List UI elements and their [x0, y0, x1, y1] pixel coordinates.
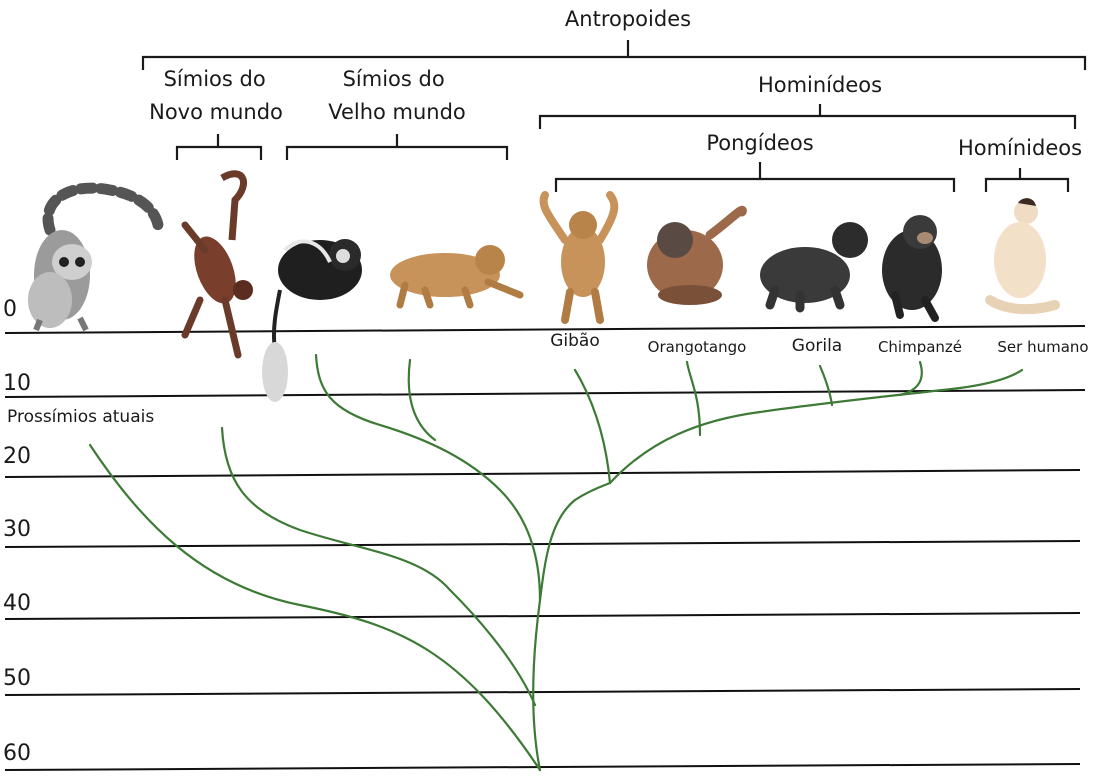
time-line-60 — [5, 764, 1080, 770]
chimpanzee-illustration — [882, 215, 942, 318]
time-line-40 — [5, 613, 1080, 619]
branch-new-world — [222, 428, 535, 705]
orangutan-illustration — [647, 210, 742, 305]
label-pongids: Pongídeos — [706, 131, 813, 155]
branch-old-world-1 — [316, 355, 540, 600]
label-orangutan: Orangotango — [648, 338, 747, 356]
label-human: Ser humano — [997, 338, 1088, 356]
branch-gibbon — [575, 370, 610, 483]
label-hominins: Homínideos — [958, 136, 1082, 160]
phylogenetic-tree — [90, 355, 1022, 770]
branch-prosimians — [90, 445, 540, 770]
branch-old-world-2 — [409, 360, 435, 440]
time-line-50 — [5, 689, 1080, 695]
label-gibbon: Gibão — [550, 331, 600, 351]
branch-stem — [533, 483, 610, 770]
bracket-hominins — [986, 168, 1068, 192]
bracket-new-world — [177, 134, 261, 160]
tick-20: 20 — [3, 444, 31, 469]
time-line-10 — [5, 390, 1085, 397]
bracket-old-world — [287, 134, 507, 160]
label-new-world-monkeys: Símios do Novo mundo — [149, 67, 283, 124]
colobus-monkey-illustration — [262, 239, 362, 402]
bracket-anthropoids — [143, 40, 1085, 70]
bracket-hominids — [540, 104, 1075, 129]
label-chimpanzee: Chimpanzé — [878, 338, 962, 356]
label-old-world-monkeys: Símios do Velho mundo — [328, 67, 466, 124]
lemur-illustration — [28, 188, 158, 330]
tick-40: 40 — [3, 591, 31, 616]
branch-orangutan — [687, 362, 700, 435]
time-line-0 — [5, 326, 1085, 333]
tick-0: 0 — [3, 297, 17, 322]
label-prosimians: Prossímios atuais — [7, 407, 154, 427]
time-line-30 — [5, 541, 1080, 547]
tick-10: 10 — [3, 371, 31, 396]
time-line-20 — [5, 470, 1080, 477]
gorilla-illustration — [760, 222, 868, 308]
label-gorilla: Gorila — [792, 336, 842, 356]
tick-30: 30 — [3, 517, 31, 542]
label-anthropoids: Antropoides — [565, 7, 691, 31]
gibbon-illustration — [544, 195, 615, 320]
branch-hominid-stem — [610, 370, 1022, 483]
human-illustration — [990, 198, 1055, 309]
bracket-pongids — [556, 162, 954, 192]
branch-gorilla — [820, 366, 832, 405]
branch-chimpanzee — [900, 362, 922, 395]
label-hominids: Hominídeos — [758, 73, 882, 97]
spider-monkey-illustration — [185, 174, 253, 355]
tick-60: 60 — [3, 741, 31, 766]
macaque-illustration — [390, 245, 520, 305]
tick-50: 50 — [3, 666, 31, 691]
